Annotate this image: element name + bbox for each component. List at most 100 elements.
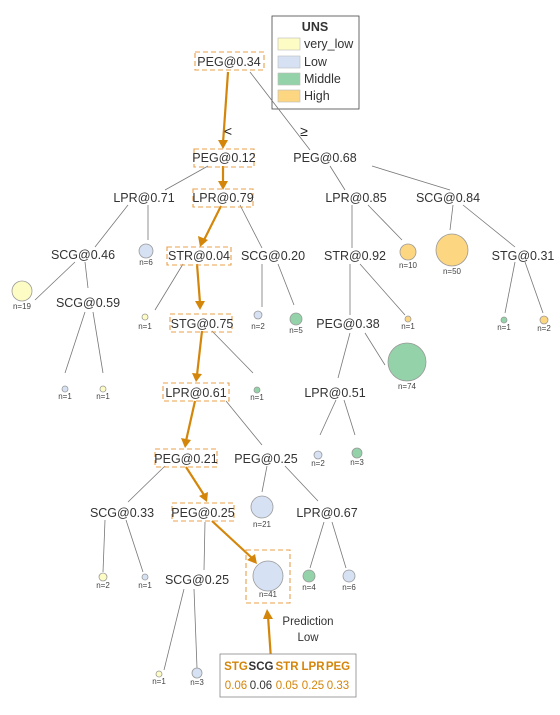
edge (309, 521, 325, 569)
highlight-box (162, 382, 230, 402)
leaf-count: n=41 (259, 590, 278, 599)
leaf-node (141, 573, 149, 581)
edge (193, 588, 198, 669)
legend: UNS very_low Low Middle High (271, 15, 360, 110)
path-arrowhead (218, 140, 228, 149)
highlight-box (193, 148, 255, 168)
leaf-node (252, 560, 284, 592)
leaf-node (250, 495, 274, 519)
node-lpr-071: LPR@0.71 (113, 191, 174, 205)
node-root: PEG@0.34 (197, 55, 260, 69)
legend-label-middle: Middle (304, 72, 341, 86)
feature-value-scg: 0.06 (250, 680, 272, 692)
leaf-node (253, 386, 261, 394)
node-lpr-051: LPR@0.51 (304, 386, 365, 400)
decision-path (181, 71, 275, 689)
highlight-box (166, 246, 232, 266)
legend-swatch-very-low (277, 37, 301, 51)
node-lpr-079: LPR@0.79 (192, 191, 253, 205)
path-edge (185, 466, 205, 496)
branch-label-right: ≥ (300, 123, 308, 139)
leaf-count: n=2 (311, 459, 325, 468)
edge (449, 204, 454, 231)
leaf-node (435, 233, 469, 267)
feature-value-str: 0.05 (276, 680, 298, 692)
legend-swatch-low (277, 55, 301, 69)
leaf-node (138, 243, 154, 259)
leaf-node (500, 316, 508, 324)
leaf-node (387, 342, 427, 382)
leaf-count: n=1 (401, 322, 415, 331)
edge (462, 204, 516, 248)
edge (331, 521, 347, 569)
leaf-count: n=3 (190, 678, 204, 687)
leaf-node (98, 572, 108, 582)
node-peg-038: PEG@0.38 (316, 317, 379, 331)
leaf-node (342, 569, 356, 583)
prediction-value: Low (297, 632, 319, 644)
leaf-count: n=2 (537, 324, 551, 333)
leaf-count: n=1 (96, 392, 110, 401)
edge (84, 261, 89, 289)
edge (225, 400, 263, 446)
edge (94, 204, 129, 248)
legend-label-very-low: very_low (304, 37, 354, 51)
path-highlight-boxes (154, 51, 291, 604)
leaf-count: n=50 (443, 267, 462, 276)
node-scg-084: SCG@0.84 (416, 191, 480, 205)
leaf-nodes (11, 233, 549, 679)
leaf-count: n=6 (139, 258, 153, 267)
leaf-node (141, 313, 149, 321)
node-scg-020: SCG@0.20 (241, 249, 305, 263)
edge (64, 311, 86, 374)
path-edge (211, 520, 253, 559)
edge (359, 263, 406, 316)
feature-header-scg: SCG (249, 661, 274, 673)
edge (329, 165, 346, 191)
edge (164, 165, 209, 191)
path-edge (221, 71, 230, 144)
legend-swatch-middle (277, 72, 301, 86)
tree-edges (34, 71, 544, 671)
path-arrowhead (247, 554, 257, 564)
leaf-count: n=10 (399, 261, 418, 270)
leaf-count: n=1 (138, 581, 152, 590)
leaf-node (289, 312, 303, 326)
edge (277, 263, 295, 306)
edge (125, 519, 144, 573)
edge (504, 261, 516, 314)
prediction-title: Prediction (282, 616, 333, 628)
node-lpr-085: LPR@0.85 (325, 191, 386, 205)
path-edge (195, 330, 204, 376)
node-lpr-067: LPR@0.67 (296, 506, 357, 520)
edge (92, 311, 104, 374)
leaf-node (11, 280, 33, 302)
node-scg-046: SCG@0.46 (51, 248, 115, 262)
leaf-node (155, 670, 163, 678)
highlight-box (194, 51, 265, 71)
feature-table-box (219, 653, 357, 698)
leaf-count: n=21 (253, 520, 272, 529)
path-edge (203, 205, 222, 241)
legend-title: UNS (302, 20, 328, 34)
edge (319, 399, 337, 436)
leaf-count: n=2 (251, 322, 265, 331)
edge (371, 165, 451, 191)
leaf-count: n=4 (302, 583, 316, 592)
feature-value-lpr: 0.25 (302, 680, 324, 692)
leaf-node (351, 447, 363, 459)
node-scg-033: SCG@0.33 (90, 506, 154, 520)
legend-label-low: Low (304, 55, 328, 69)
path-arrowhead (192, 373, 202, 382)
feature-header-stg: STG (224, 661, 248, 673)
leaf-count: n=1 (138, 322, 152, 331)
node-peg-021: PEG@0.21 (154, 452, 217, 466)
path-edge (184, 400, 197, 442)
leaf-count: n=19 (13, 302, 32, 311)
edge (284, 465, 319, 502)
highlight-box (192, 188, 254, 208)
leaf-counts: n=6 n=10 n=50 n=19 n=1 n=2 n=5 n=1 n=1 n… (13, 258, 551, 687)
path-arrowhead (195, 301, 205, 310)
